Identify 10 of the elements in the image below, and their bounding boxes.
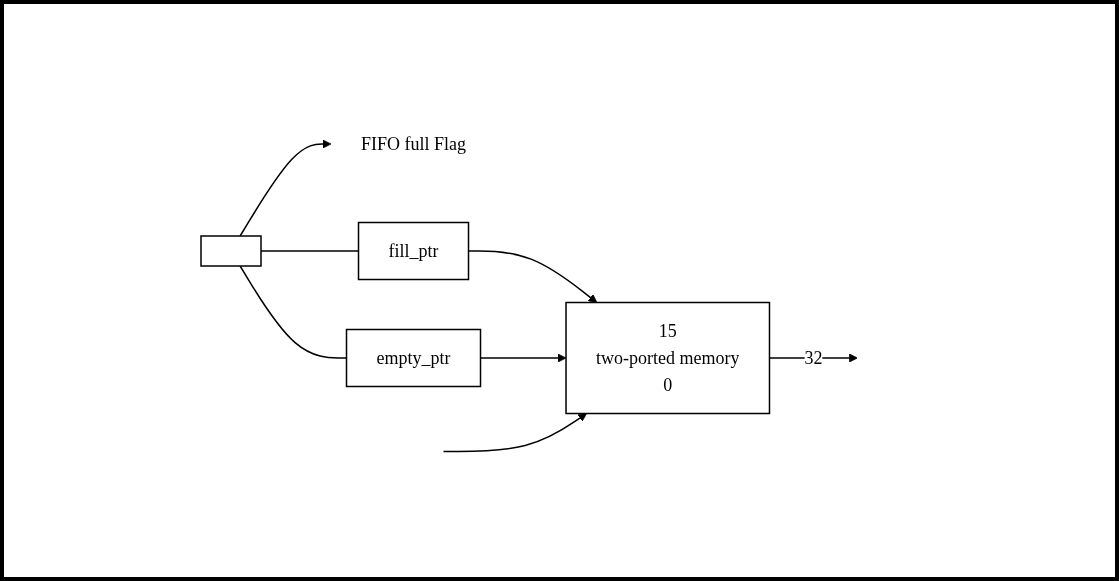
node-box xyxy=(200,234,262,267)
arrow xyxy=(239,139,332,237)
arrow xyxy=(480,353,567,362)
arrow xyxy=(443,412,588,452)
node-box: empty_ptr xyxy=(346,328,482,387)
arrow xyxy=(468,249,598,303)
edge-label: 32 xyxy=(804,347,823,367)
node-text: FIFO full Flag xyxy=(361,133,467,153)
node-box: fill_ptr xyxy=(358,221,470,280)
node-box: 15 two-ported memory 0 xyxy=(565,301,771,414)
